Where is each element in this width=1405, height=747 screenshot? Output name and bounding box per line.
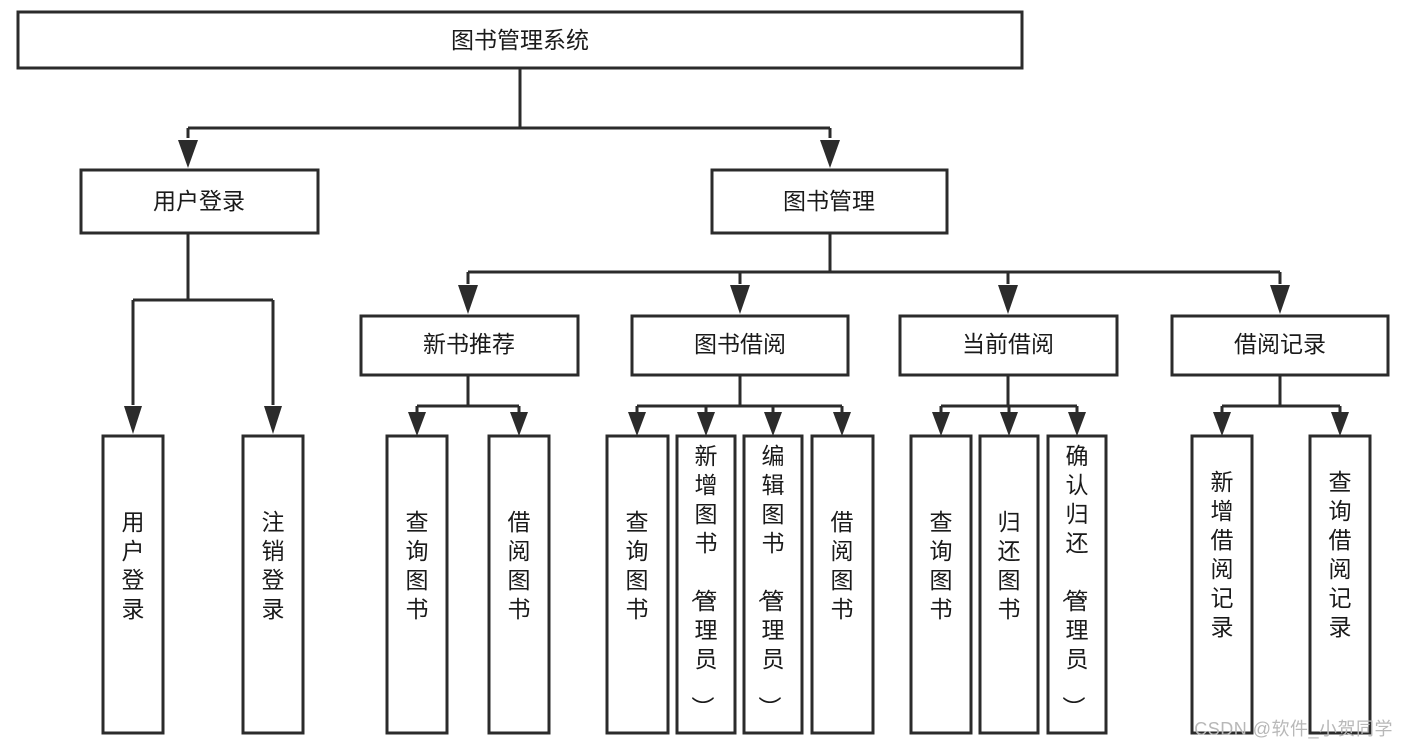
leaf-user-login-box[interactable] [101,434,165,735]
arrowhead-leaf-book-borrow-2 [697,412,715,436]
leaf-current-return-label: 归还图书 [998,509,1021,622]
arrowhead-group [124,140,1349,436]
leaf-current-return-box[interactable] [978,434,1040,735]
leaf-logout-box[interactable] [241,434,305,735]
leaf-current-query-box[interactable] [909,434,973,735]
leaf-borrow-action-label: 借阅图书 [831,509,854,622]
leaf-node[interactable]: 确认归还（管理员） [1046,434,1108,735]
leaf-newbook-query-label: 查询图书 [406,509,429,622]
node-book-borrow-box[interactable] [630,314,850,377]
leaf-user-login-label: 用户登录 [122,509,145,622]
node-book-borrow[interactable]: 图书借阅 [630,314,850,377]
node-user-login-label: 用户登录 [153,188,245,214]
leaf-node[interactable]: 新增借阅记录 [1190,434,1254,735]
node-root-label: 图书管理系统 [451,27,589,53]
arrowhead-new-book [458,285,478,314]
node-borrow-record-box[interactable] [1170,314,1390,377]
node-root[interactable]: 图书管理系统 [16,10,1024,70]
leaf-newbook-borrow-box[interactable] [487,434,551,735]
node-book-management-box[interactable] [710,168,949,235]
arrowhead-leaf-current-borrow-1 [932,412,950,436]
leaf-current-confirm-label: 确认归还（管理员） [1061,443,1089,719]
leaf-node[interactable]: 查询图书 [909,434,973,735]
node-user-login-box[interactable] [79,168,320,235]
leaf-borrow-edit-box[interactable] [742,434,804,735]
leaf-borrow-query-label: 查询图书 [626,509,649,622]
arrowhead-current-borrow [998,285,1018,314]
leaf-node[interactable]: 查询图书 [605,434,670,735]
arrowhead-leaf-borrow-record-1 [1213,412,1231,436]
leaf-borrow-edit-label: 编辑图书（管理员） [757,443,785,719]
leaf-record-query-label: 查询借阅记录 [1329,469,1352,640]
node-user-login[interactable]: 用户登录 [79,168,320,235]
node-current-borrow-label: 当前借阅 [962,331,1054,357]
arrowhead-leaf-book-borrow-4 [833,412,851,436]
arrowhead-leaf-book-borrow-1 [628,412,646,436]
leaf-borrow-query-box[interactable] [605,434,670,735]
leaf-node[interactable]: 归还图书 [978,434,1040,735]
leaf-node[interactable]: 查询图书 [385,434,449,735]
arrowhead-book-mgmt [820,140,840,168]
leaf-node[interactable]: 用户登录 [101,434,165,735]
arrowhead-leaf-current-borrow-2 [1000,412,1018,436]
node-new-book-recommend-box[interactable] [359,314,580,377]
leaf-borrow-add-box[interactable] [675,434,737,735]
arrowhead-leaf-new-book-1 [408,412,426,436]
arrowhead-leaf-user-login-1 [124,406,142,434]
leaf-current-query-label: 查询图书 [930,509,953,622]
arrowhead-book-borrow [730,285,750,314]
leaf-newbook-query-box[interactable] [385,434,449,735]
node-current-borrow[interactable]: 当前借阅 [898,314,1119,377]
csdn-watermark: CSDN @软件_小贺同学 [1194,719,1393,739]
node-book-management[interactable]: 图书管理 [710,168,949,235]
leaf-borrow-add-label: 新增图书（管理员） [690,443,718,719]
node-new-book-recommend[interactable]: 新书推荐 [359,314,580,377]
node-book-borrow-label: 图书借阅 [694,331,786,357]
node-root-box[interactable] [16,10,1024,70]
leaf-node[interactable]: 借阅图书 [810,434,875,735]
leaf-logout-label: 注销登录 [262,509,285,622]
node-new-book-recommend-label: 新书推荐 [423,331,515,357]
arrowhead-leaf-user-login-2 [264,406,282,434]
arrowhead-leaf-borrow-record-2 [1331,412,1349,436]
leaf-node[interactable]: 编辑图书（管理员） [742,434,804,735]
leaf-record-add-label: 新增借阅记录 [1211,469,1234,640]
node-book-management-label: 图书管理 [783,188,875,214]
arrowhead-borrow-record [1270,285,1290,314]
connector-group [131,68,1342,413]
leaf-newbook-borrow-label: 借阅图书 [508,509,531,622]
node-current-borrow-box[interactable] [898,314,1119,377]
arrowhead-user-login [178,140,198,168]
leaf-record-add-box[interactable] [1190,434,1254,735]
arrowhead-leaf-new-book-2 [510,412,528,436]
node-borrow-record[interactable]: 借阅记录 [1170,314,1390,377]
leaf-node[interactable]: 注销登录 [241,434,305,735]
leaf-node[interactable]: 新增图书（管理员） [675,434,737,735]
leaf-current-confirm-box[interactable] [1046,434,1108,735]
node-borrow-record-label: 借阅记录 [1234,331,1326,357]
leaf-record-query-box[interactable] [1308,434,1372,735]
leaf-node[interactable]: 借阅图书 [487,434,551,735]
arrowhead-leaf-current-borrow-3 [1068,412,1086,436]
arrowhead-leaf-book-borrow-3 [764,412,782,436]
leaf-node[interactable]: 查询借阅记录 [1308,434,1372,735]
leaf-borrow-action-box[interactable] [810,434,875,735]
